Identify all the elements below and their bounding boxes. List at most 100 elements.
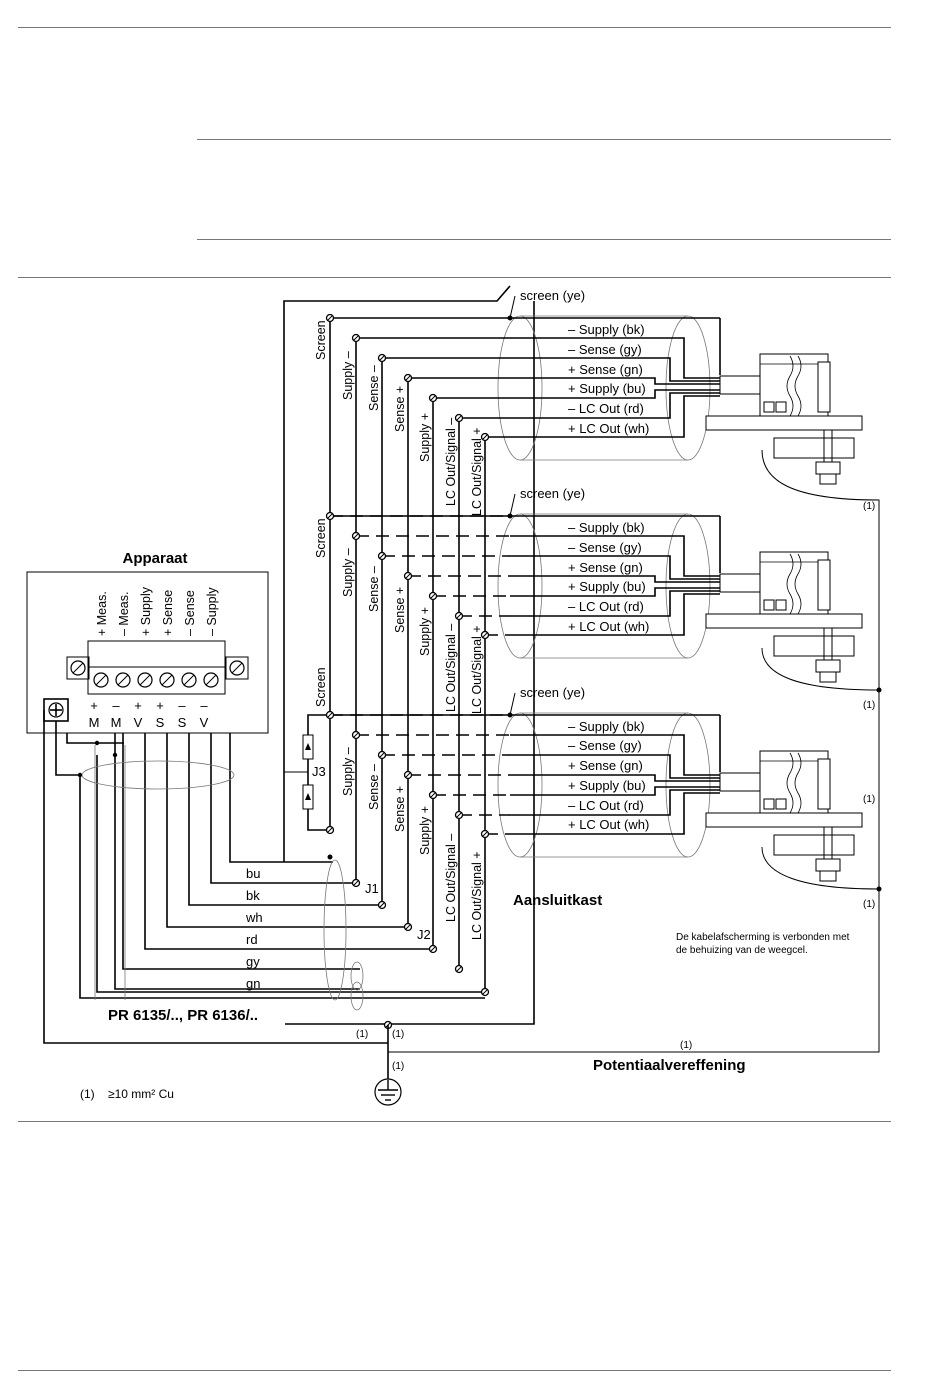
jumper-j3-label: J3 — [312, 764, 326, 779]
jumper-j3 — [284, 714, 330, 831]
ref-marker: (1) — [680, 1040, 692, 1051]
cable-name: PR 6135/.., PR 6136/.. — [108, 1007, 258, 1024]
ref-marker: (1) — [863, 899, 875, 910]
wire-label: + Sense (gn) — [568, 560, 643, 575]
screen-labels: screen (ye) screen (ye) screen (ye) — [520, 288, 585, 700]
footnote-text: ≥10 mm² Cu — [108, 1087, 174, 1101]
bus-labels: Screen Supply – Sense – Sense + Supply +… — [314, 320, 484, 940]
equipotential-wires — [387, 449, 880, 1082]
load-cell-wire-labels-3: – Supply (bk) – Sense (gy) + Sense (gn) … — [568, 719, 649, 832]
bus-label-sense-minus: Sense – — [367, 566, 381, 612]
cable-color: bu — [246, 866, 260, 881]
bus-label-lc-out-minus: LC Out/Signal – — [444, 624, 458, 712]
footnote-marker: (1) — [80, 1087, 95, 1101]
device-terminal-labels: + Meas. – Meas. + Supply + Sense – Sense… — [95, 586, 219, 636]
wire-label: – LC Out (rd) — [568, 599, 644, 614]
bus-label-sense-minus: Sense – — [367, 365, 381, 411]
terminal-label: – Supply — [205, 587, 219, 636]
terminal-sign: – — [112, 698, 120, 713]
wire-label: + Supply (bu) — [568, 579, 646, 594]
terminal-sign: + — [90, 698, 98, 713]
terminal-sign: + — [156, 698, 164, 713]
cable-color: wh — [245, 910, 263, 925]
cable-color: gn — [246, 976, 260, 991]
wire-label: – LC Out (rd) — [568, 401, 644, 416]
screen-label: screen (ye) — [520, 288, 585, 303]
earth-ground-icon — [374, 1078, 402, 1106]
bus-label-screen: Screen — [314, 667, 328, 707]
jumper-j2-label: J2 — [417, 927, 431, 942]
ref-marker: (1) — [392, 1061, 404, 1072]
bus-label-sense-minus: Sense – — [367, 764, 381, 810]
jumper-j1-label: J1 — [365, 881, 379, 896]
bus-label-sense-plus: Sense + — [393, 587, 407, 633]
load-cell-2 — [705, 551, 863, 683]
wire-label: – Supply (bk) — [568, 719, 645, 734]
ref-markers: (1) (1) (1) (1) (1) (1) (1) (1) — [356, 501, 875, 1072]
wire-label: + Supply (bu) — [568, 381, 646, 396]
device-title: Apparaat — [122, 550, 187, 567]
terminal-sign: – — [178, 698, 186, 713]
wire-label: + Sense (gn) — [568, 758, 643, 773]
ref-marker: (1) — [863, 794, 875, 805]
device-terminal-screws — [93, 672, 219, 688]
bus-label-supply-minus: Supply – — [341, 747, 355, 796]
shield-note-line1: De kabelafscherming is verbonden met — [676, 932, 850, 943]
bus-label-lc-out-minus: LC Out/Signal – — [444, 418, 458, 506]
bus-label-lc-out-minus: LC Out/Signal – — [444, 834, 458, 922]
wire-label: – LC Out (rd) — [568, 798, 644, 813]
ref-marker: (1) — [863, 700, 875, 711]
ref-marker: (1) — [863, 501, 875, 512]
wire-label: – Supply (bk) — [568, 322, 645, 337]
load-cell-1 — [705, 353, 863, 485]
terminal-letter: S — [178, 715, 187, 730]
bus-label-supply-plus: Supply + — [418, 413, 432, 462]
bus-label-lc-out-plus: LC Out/Signal + — [470, 427, 484, 516]
bus-label-supply-minus: Supply – — [341, 351, 355, 400]
wire-label: – Sense (gy) — [568, 540, 642, 555]
junction-box-title: Aansluitkast — [513, 892, 602, 909]
device-box — [26, 571, 269, 734]
terminal-sign: – — [200, 698, 208, 713]
load-cell-wire-labels-1: – Supply (bk) – Sense (gy) + Sense (gn) … — [568, 322, 649, 436]
device-cable-wires — [43, 710, 485, 1044]
terminal-letter: M — [111, 715, 122, 730]
wire-label: + LC Out (wh) — [568, 817, 649, 832]
wire-label: – Sense (gy) — [568, 342, 642, 357]
wire-label: + LC Out (wh) — [568, 619, 649, 634]
bus-label-sense-plus: Sense + — [393, 386, 407, 432]
load-cell-group-2 — [330, 513, 721, 659]
load-cell-group-1 — [356, 315, 721, 461]
bus-label-screen: Screen — [314, 518, 328, 558]
wire-label: – Sense (gy) — [568, 738, 642, 753]
bus-label-supply-plus: Supply + — [418, 806, 432, 855]
terminal-label: + Sense — [161, 590, 175, 636]
cable-color-labels: bu bk wh rd gy gn — [245, 866, 263, 991]
bus-label-lc-out-plus: LC Out/Signal + — [470, 851, 484, 940]
load-cell-wire-labels-2: – Supply (bk) – Sense (gy) + Sense (gn) … — [568, 520, 649, 634]
screen-label: screen (ye) — [520, 486, 585, 501]
device-terminal-signs: + – + + – – M M V S S V — [89, 698, 209, 730]
load-cell-group-3 — [330, 712, 721, 858]
bus-label-supply-minus: Supply – — [341, 548, 355, 597]
ref-marker: (1) — [356, 1029, 368, 1040]
terminal-label: + Meas. — [95, 591, 109, 636]
bus-label-lc-out-plus: LC Out/Signal + — [470, 625, 484, 714]
bus-label-screen: Screen — [314, 320, 328, 360]
wire-label: + Sense (gn) — [568, 362, 643, 377]
cable-color: rd — [246, 932, 258, 947]
junction-box-buses — [283, 285, 535, 1025]
wire-label: + LC Out (wh) — [568, 421, 649, 436]
terminal-label: – Meas. — [117, 592, 131, 636]
screen-label: screen (ye) — [520, 685, 585, 700]
terminal-letter: V — [134, 715, 143, 730]
terminal-letter: S — [156, 715, 165, 730]
equipotential-label: Potentiaalvereffening — [593, 1057, 746, 1074]
wire-label: – Supply (bk) — [568, 520, 645, 535]
terminal-sign: + — [134, 698, 142, 713]
load-cell-3 — [705, 750, 863, 882]
terminal-label: + Supply — [139, 586, 153, 636]
bus-label-supply-plus: Supply + — [418, 607, 432, 656]
wire-label: + Supply (bu) — [568, 778, 646, 793]
